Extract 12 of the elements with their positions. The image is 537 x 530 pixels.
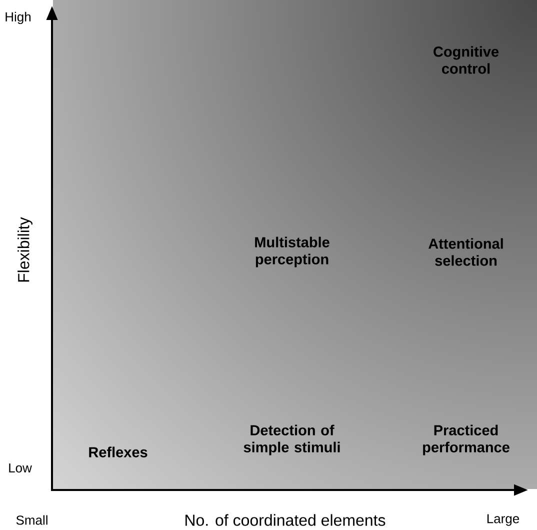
- axis-label: Low: [9, 463, 32, 473]
- axis-label: High: [6, 12, 31, 24]
- region-label: Reflexes: [89, 446, 148, 458]
- axis-label: Large: [487, 514, 520, 526]
- region-label: Multistable perception: [255, 236, 330, 268]
- axis-label: No. of coordinated elements: [186, 514, 386, 526]
- region-label: Practiced performance: [423, 424, 510, 456]
- axis-label: Small: [16, 515, 48, 525]
- region-label: Cognitive control: [434, 46, 499, 74]
- axis-label: Flexibility: [18, 217, 32, 282]
- region-label: Attentional selection: [428, 238, 503, 266]
- region-label: Detection of simple stimuli: [244, 424, 340, 456]
